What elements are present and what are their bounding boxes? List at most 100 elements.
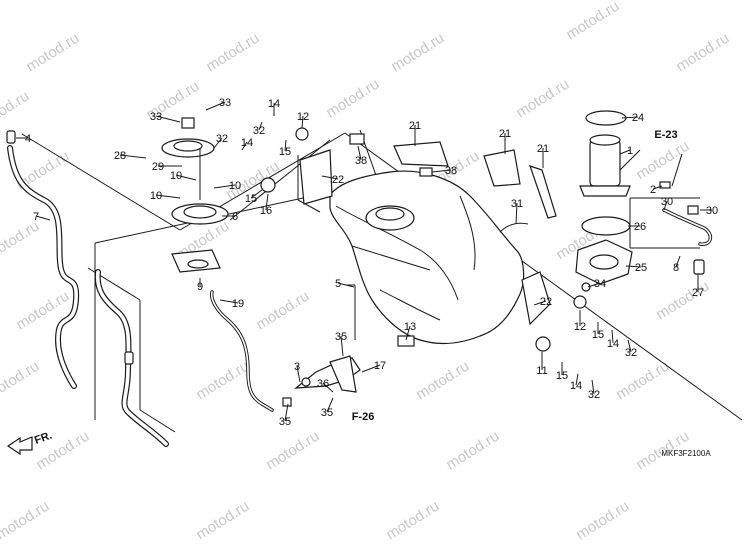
fuel-tank bbox=[260, 127, 587, 352]
callout-leader bbox=[241, 141, 248, 151]
callout-number: 22 bbox=[540, 296, 552, 308]
callout-number: 19 bbox=[232, 298, 244, 310]
watermark-text: motod.ru bbox=[633, 138, 692, 184]
diagram-code: MKF3F2100A bbox=[661, 449, 711, 458]
callout-number: 14 bbox=[268, 98, 280, 110]
callout-number: 1 bbox=[627, 145, 633, 157]
watermark-text: motod.ru bbox=[203, 30, 262, 76]
callout-leader bbox=[621, 116, 639, 119]
fuel-line-19 bbox=[209, 290, 274, 412]
callout-number: 17 bbox=[374, 360, 386, 372]
callout-leader bbox=[675, 255, 681, 268]
callout-leader bbox=[284, 403, 289, 422]
callout-number: 31 bbox=[511, 198, 523, 210]
watermark-text: motod.ru bbox=[383, 498, 442, 544]
callout-leader bbox=[575, 373, 579, 386]
callout-number: 15 bbox=[556, 370, 568, 382]
callout-leader bbox=[591, 379, 595, 395]
callout-leader bbox=[213, 137, 223, 149]
callout-number: 25 bbox=[635, 262, 647, 274]
callout-number: 11 bbox=[536, 365, 547, 377]
watermark-text: motod.ru bbox=[413, 358, 472, 404]
watermark-text: motod.ru bbox=[513, 76, 572, 122]
callout-number: 8 bbox=[673, 262, 679, 274]
callout-number: 30 bbox=[661, 196, 673, 208]
callout-number: 6 bbox=[232, 211, 238, 223]
watermark-text: motod.ru bbox=[388, 30, 447, 76]
callout-number: 33 bbox=[150, 111, 162, 123]
callout-leader bbox=[205, 101, 226, 111]
callout-number: 32 bbox=[625, 347, 637, 359]
callout-leader bbox=[213, 184, 236, 189]
callout-number: 14 bbox=[570, 380, 582, 392]
callout-number: 27 bbox=[692, 287, 704, 299]
callout-leader bbox=[175, 174, 197, 181]
watermark-text: motod.ru bbox=[653, 278, 712, 324]
callout-number: 35 bbox=[279, 416, 291, 428]
callout-number: 10 bbox=[229, 180, 241, 192]
callout-number: 10 bbox=[170, 170, 182, 182]
callout-leader bbox=[515, 202, 518, 225]
callout-number: 9 bbox=[197, 281, 203, 293]
drain-hose bbox=[94, 269, 169, 447]
callout-leader bbox=[219, 299, 239, 304]
callout-number: 2 bbox=[650, 184, 656, 196]
callout-leader bbox=[265, 193, 269, 211]
callout-number: 28 bbox=[114, 150, 126, 162]
callout-leader bbox=[431, 169, 452, 173]
callout-leader bbox=[250, 189, 263, 199]
callout-number: 26 bbox=[634, 221, 646, 233]
callout-leader bbox=[625, 265, 642, 268]
callout-number: 16 bbox=[260, 205, 272, 217]
callout-number: 35 bbox=[335, 331, 347, 343]
watermark-text: motod.ru bbox=[193, 358, 252, 404]
callout-number: 35 bbox=[321, 407, 333, 419]
callout-leader bbox=[587, 282, 601, 288]
fuel-cap-assembly bbox=[161, 117, 229, 273]
front-direction-label: FR. bbox=[33, 429, 54, 446]
callout-number: 15 bbox=[245, 193, 257, 205]
callout-leader bbox=[301, 115, 304, 129]
fuel-pump-assembly bbox=[575, 110, 633, 292]
callout-number: 14 bbox=[241, 137, 253, 149]
callout-number: 13 bbox=[404, 321, 416, 333]
callout-number: 32 bbox=[588, 389, 600, 401]
reference-e23: E-23 bbox=[654, 129, 677, 141]
callout-leader bbox=[258, 121, 263, 131]
callout-leader bbox=[533, 300, 547, 306]
watermark-text: motod.ru bbox=[0, 218, 42, 264]
watermark-text: motod.ru bbox=[193, 498, 252, 544]
callout-leader bbox=[361, 364, 381, 373]
callout-leader bbox=[284, 139, 287, 152]
callout-leader bbox=[322, 382, 334, 393]
watermark-text: motod.ru bbox=[323, 76, 382, 122]
callout-leader bbox=[337, 282, 355, 288]
watermark-text: motod.ru bbox=[573, 498, 632, 544]
watermark-text: motod.ru bbox=[0, 88, 32, 134]
callout-number: 10 bbox=[150, 190, 162, 202]
callout-number: 30 bbox=[706, 205, 718, 217]
breather-hose-7 bbox=[6, 130, 80, 389]
callout-number: 5 bbox=[335, 278, 341, 290]
callout-number: 21 bbox=[499, 128, 511, 140]
callout-number: 29 bbox=[152, 161, 164, 173]
callout-leader bbox=[326, 397, 334, 413]
callout-leader bbox=[405, 325, 411, 341]
watermark-text: motod.ru bbox=[0, 498, 52, 544]
callout-leader bbox=[611, 329, 614, 344]
watermark-text: motod.ru bbox=[263, 428, 322, 474]
callout-leader bbox=[119, 154, 147, 159]
callout-leader bbox=[619, 149, 631, 155]
callout-leader bbox=[357, 145, 362, 161]
callout-leader bbox=[155, 194, 181, 199]
callout-number: 15 bbox=[592, 329, 604, 341]
callout-number: 24 bbox=[632, 112, 644, 124]
callout-number: 7 bbox=[33, 211, 39, 223]
callout-number: 12 bbox=[574, 321, 586, 333]
callout-number: 21 bbox=[409, 120, 421, 132]
callout-leader bbox=[35, 215, 51, 221]
callout-number: 32 bbox=[253, 125, 265, 137]
